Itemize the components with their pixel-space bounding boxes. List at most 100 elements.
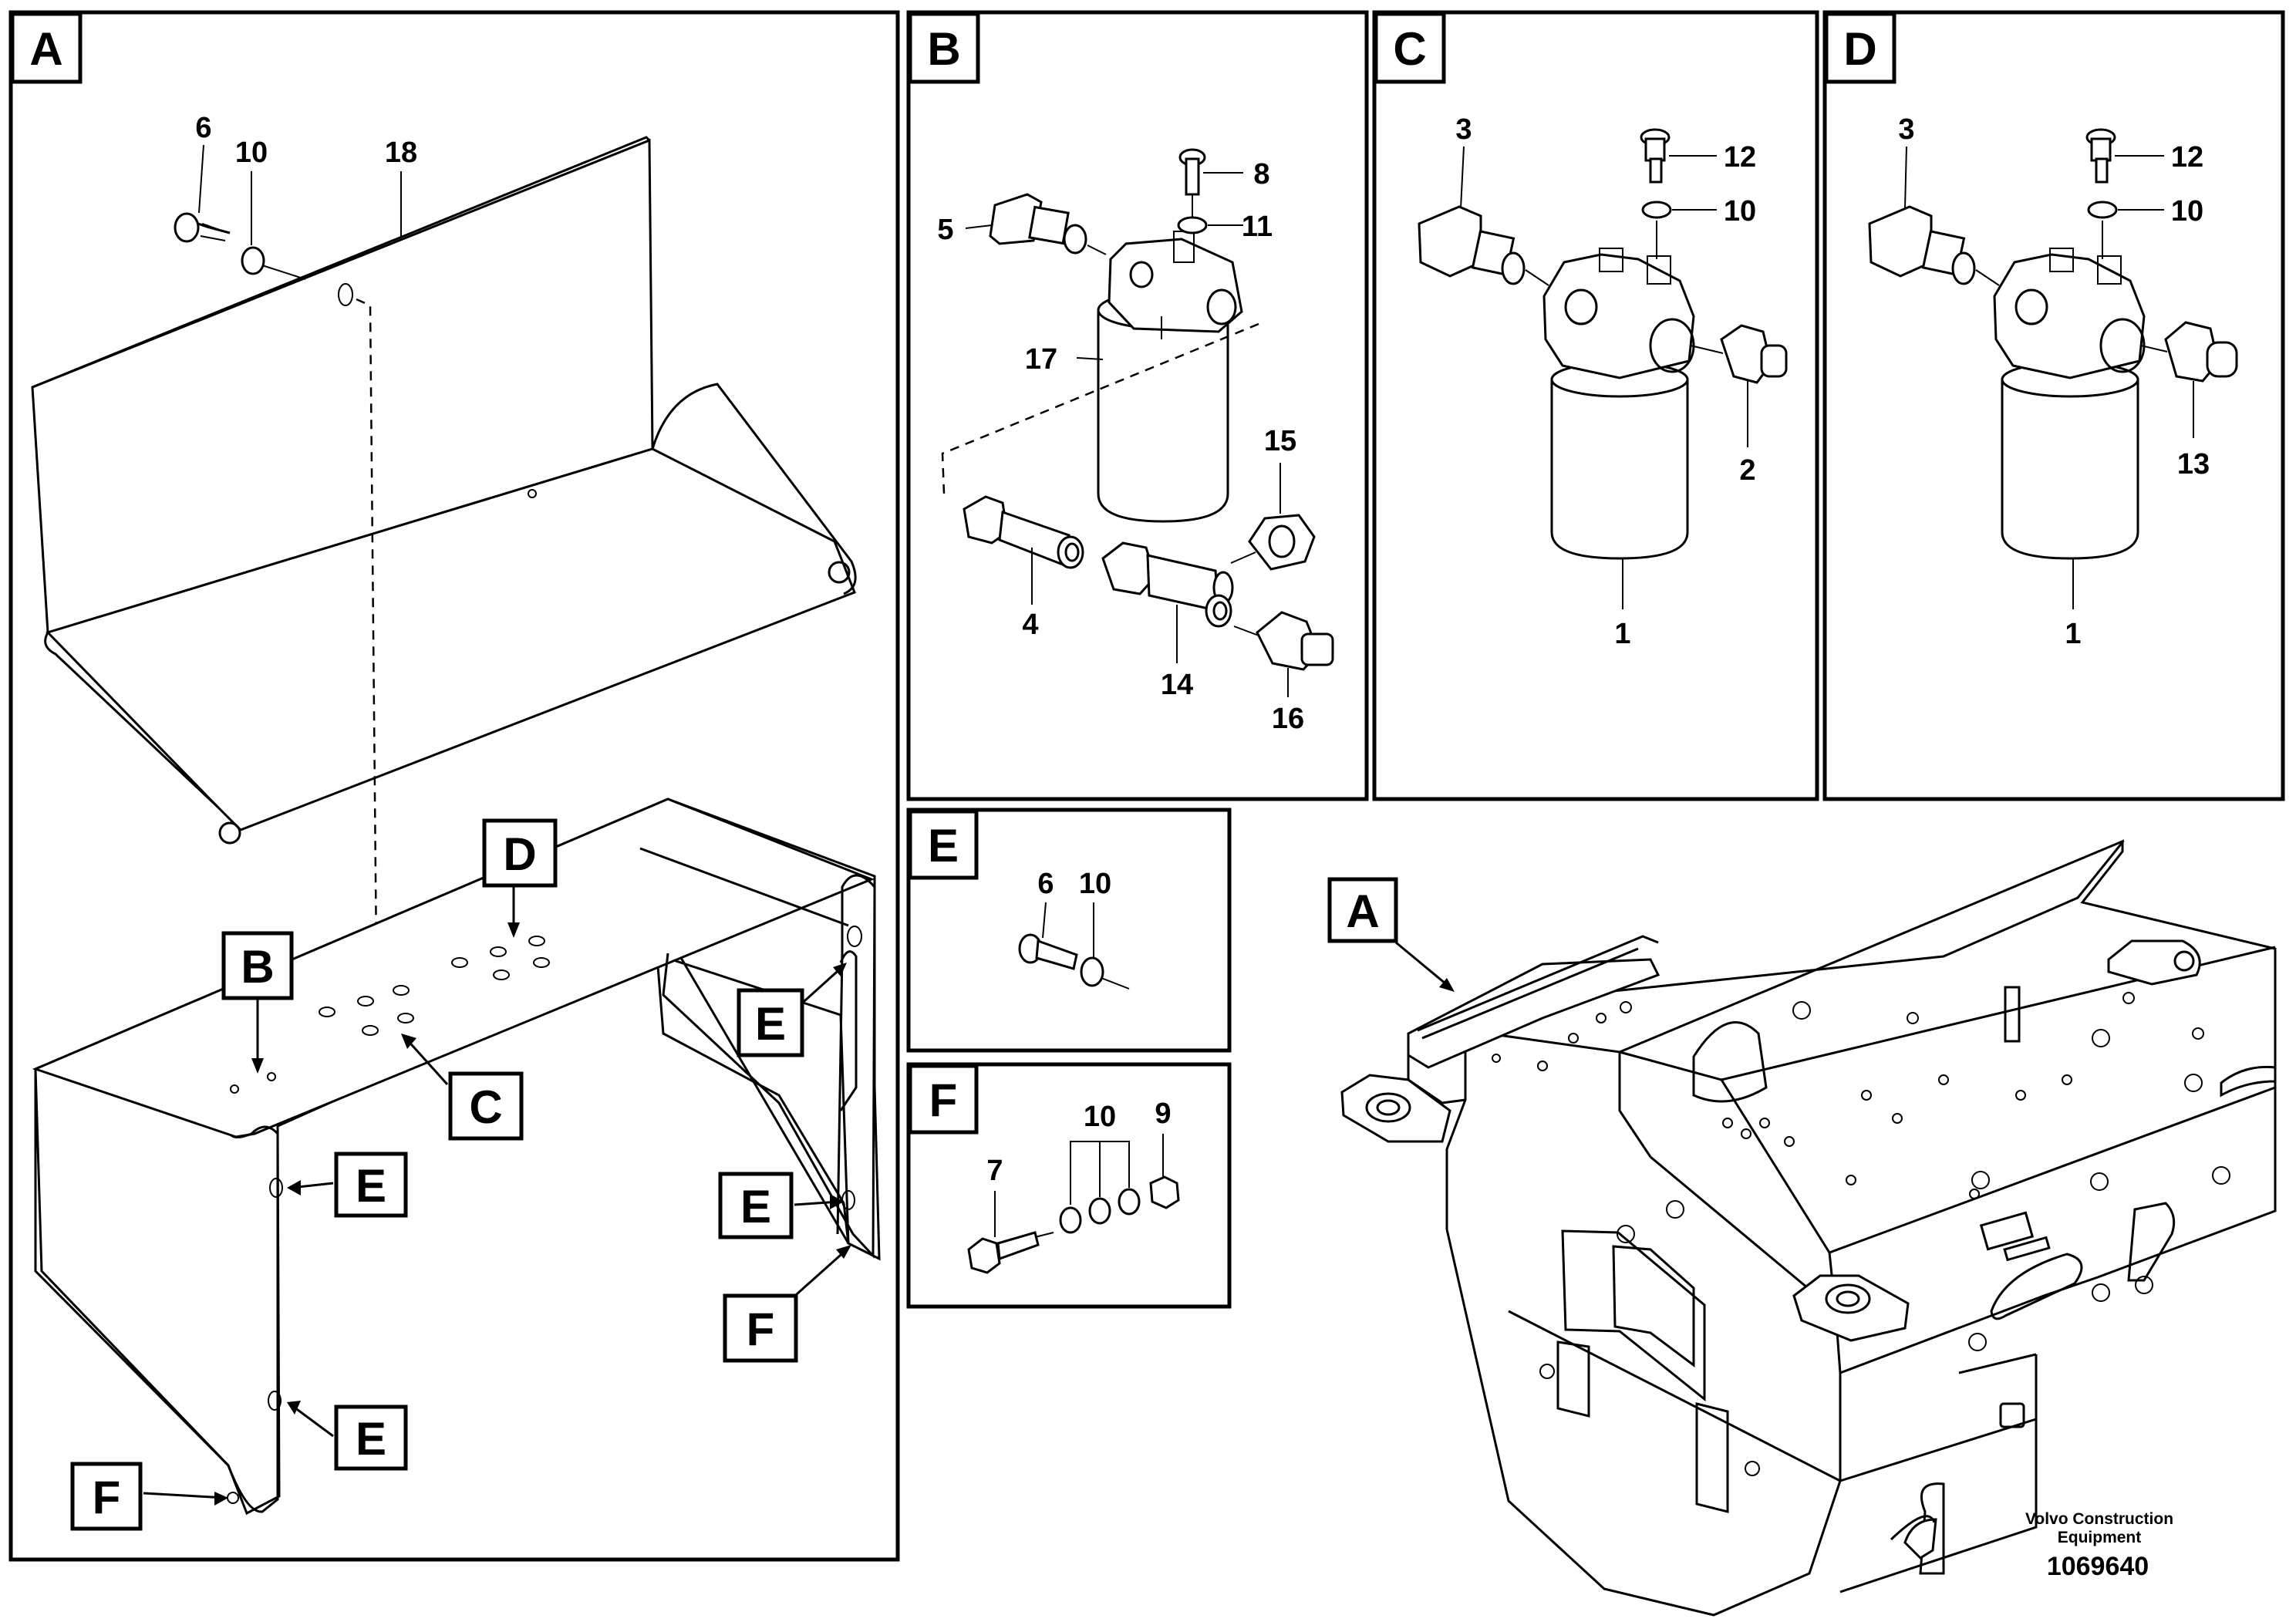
callout-8: 8 (1253, 158, 1269, 191)
callout-11: 11 (1242, 211, 1273, 243)
mounting-plate-18 (31, 136, 857, 845)
ref-box-e3 (737, 988, 804, 1057)
callout-10: 10 (235, 137, 268, 169)
frame-lever (1903, 1518, 1937, 1560)
frame-holes (1492, 992, 2230, 1476)
callout-3-d: 3 (1898, 113, 1914, 146)
ref-box-e4 (718, 1172, 794, 1239)
ref-e2: E (356, 1413, 386, 1465)
callout-12-c: 12 (1724, 141, 1756, 174)
frame-outline (1445, 838, 2277, 1617)
filter-1-d (1993, 248, 2146, 560)
overview-bracket (1407, 958, 1660, 1069)
panel-a-label-box (10, 12, 83, 84)
bolt-8 (1178, 148, 1206, 225)
callout-10-f: 10 (1084, 1101, 1116, 1133)
callout-14: 14 (1161, 669, 1193, 701)
ref-e1: E (356, 1160, 386, 1212)
frame-overview: A (1327, 838, 2277, 1617)
top-lug (2107, 939, 2201, 986)
callout-7-f: 7 (986, 1155, 1003, 1187)
callout-13: 13 (2177, 448, 2210, 481)
panel-c: C 3 12 10 (1372, 10, 1819, 801)
bracket-left-flange (34, 1069, 279, 1513)
washer-10-f1 (1059, 1206, 1082, 1234)
cap-16 (1233, 611, 1334, 671)
bracket-holes (230, 936, 550, 1094)
panel-a-label: A (29, 23, 62, 75)
ref-arrows (143, 879, 851, 1506)
panel-b-label: B (927, 23, 960, 75)
nipple-4 (963, 495, 1084, 569)
callout-2: 2 (1739, 454, 1755, 487)
ref-box-c (448, 1071, 524, 1141)
panel-e-label-box (908, 809, 979, 880)
plate-hole-left (218, 821, 241, 845)
ref-b: B (241, 941, 274, 993)
callout-16: 16 (1272, 703, 1304, 735)
overview-ref-box (1327, 877, 1398, 943)
bolt-6-e (1018, 933, 1078, 970)
bolt-6 (174, 212, 231, 243)
frame-slot (1990, 1253, 2083, 1320)
bolt-12-c (1640, 128, 1671, 184)
panel-c-frame (1372, 10, 1819, 801)
ref-box-d (482, 818, 558, 888)
bolt-7-f (967, 1231, 1054, 1274)
panel-c-label-box (1374, 12, 1446, 84)
frame-round-hole (1692, 1021, 1768, 1103)
sensor-3-d (1868, 205, 2000, 286)
panel-c-label: C (1393, 23, 1426, 75)
overview-ref: A (1346, 885, 1379, 937)
union-14 (1101, 541, 1234, 628)
bracket-top-face (32, 798, 875, 1138)
ref-f2: F (747, 1303, 775, 1355)
panel-b-frame (906, 10, 1369, 801)
panel-b-label-box (908, 12, 980, 84)
bracket-outline (34, 798, 881, 1516)
ref-box-b (221, 931, 294, 1000)
callout-5: 5 (937, 214, 953, 246)
callout-6: 6 (195, 112, 211, 144)
callout-12-d: 12 (2171, 141, 2203, 174)
ref-box-f2 (723, 1293, 798, 1363)
filter-17 (1097, 231, 1243, 523)
washer-11 (1177, 216, 1208, 234)
callout-10-e: 10 (1079, 868, 1111, 900)
nut-15 (1230, 514, 1316, 571)
callout-10-c: 10 (1724, 195, 1756, 228)
callout-9-f: 9 (1155, 1098, 1171, 1130)
sensor-5 (989, 193, 1107, 255)
ref-box-f1 (70, 1462, 143, 1531)
bracket-right-flange (662, 874, 876, 1259)
callout-3-c: 3 (1455, 113, 1472, 146)
washer-10 (241, 246, 265, 275)
panel-d-label-box (1824, 12, 1896, 84)
ref-e4: E (740, 1181, 771, 1233)
callout-6-e: 6 (1037, 868, 1054, 900)
panel-a: A 6 10 18 (8, 10, 900, 1562)
callout-15: 15 (1264, 425, 1296, 457)
bracket (32, 798, 881, 1516)
ref-box-e2 (334, 1404, 408, 1471)
ref-e3: E (755, 998, 786, 1050)
panel-a-frame (8, 10, 900, 1562)
panel-e-label: E (928, 820, 959, 872)
doc-number: 1069640 (2047, 1552, 2149, 1581)
bolt-12-d (2085, 128, 2116, 184)
callout-4: 4 (1022, 609, 1038, 641)
filter-1-c (1542, 248, 1695, 560)
panel-b: B 8 11 5 17 (906, 10, 1369, 801)
ref-box-e1 (334, 1152, 408, 1218)
ref-f1: F (93, 1472, 121, 1523)
washer-10-f3 (1118, 1188, 1141, 1216)
washer-10-d (2087, 201, 2118, 219)
panel-e-frame (906, 808, 1232, 1053)
plug-2 (1690, 324, 1788, 384)
company-line1: Volvo Construction (2025, 1510, 2173, 1528)
callout-18: 18 (385, 137, 417, 169)
panel-e: E 6 10 (906, 808, 1232, 1053)
mount-ear-right (1792, 1274, 1910, 1342)
ref-c: C (469, 1081, 502, 1133)
